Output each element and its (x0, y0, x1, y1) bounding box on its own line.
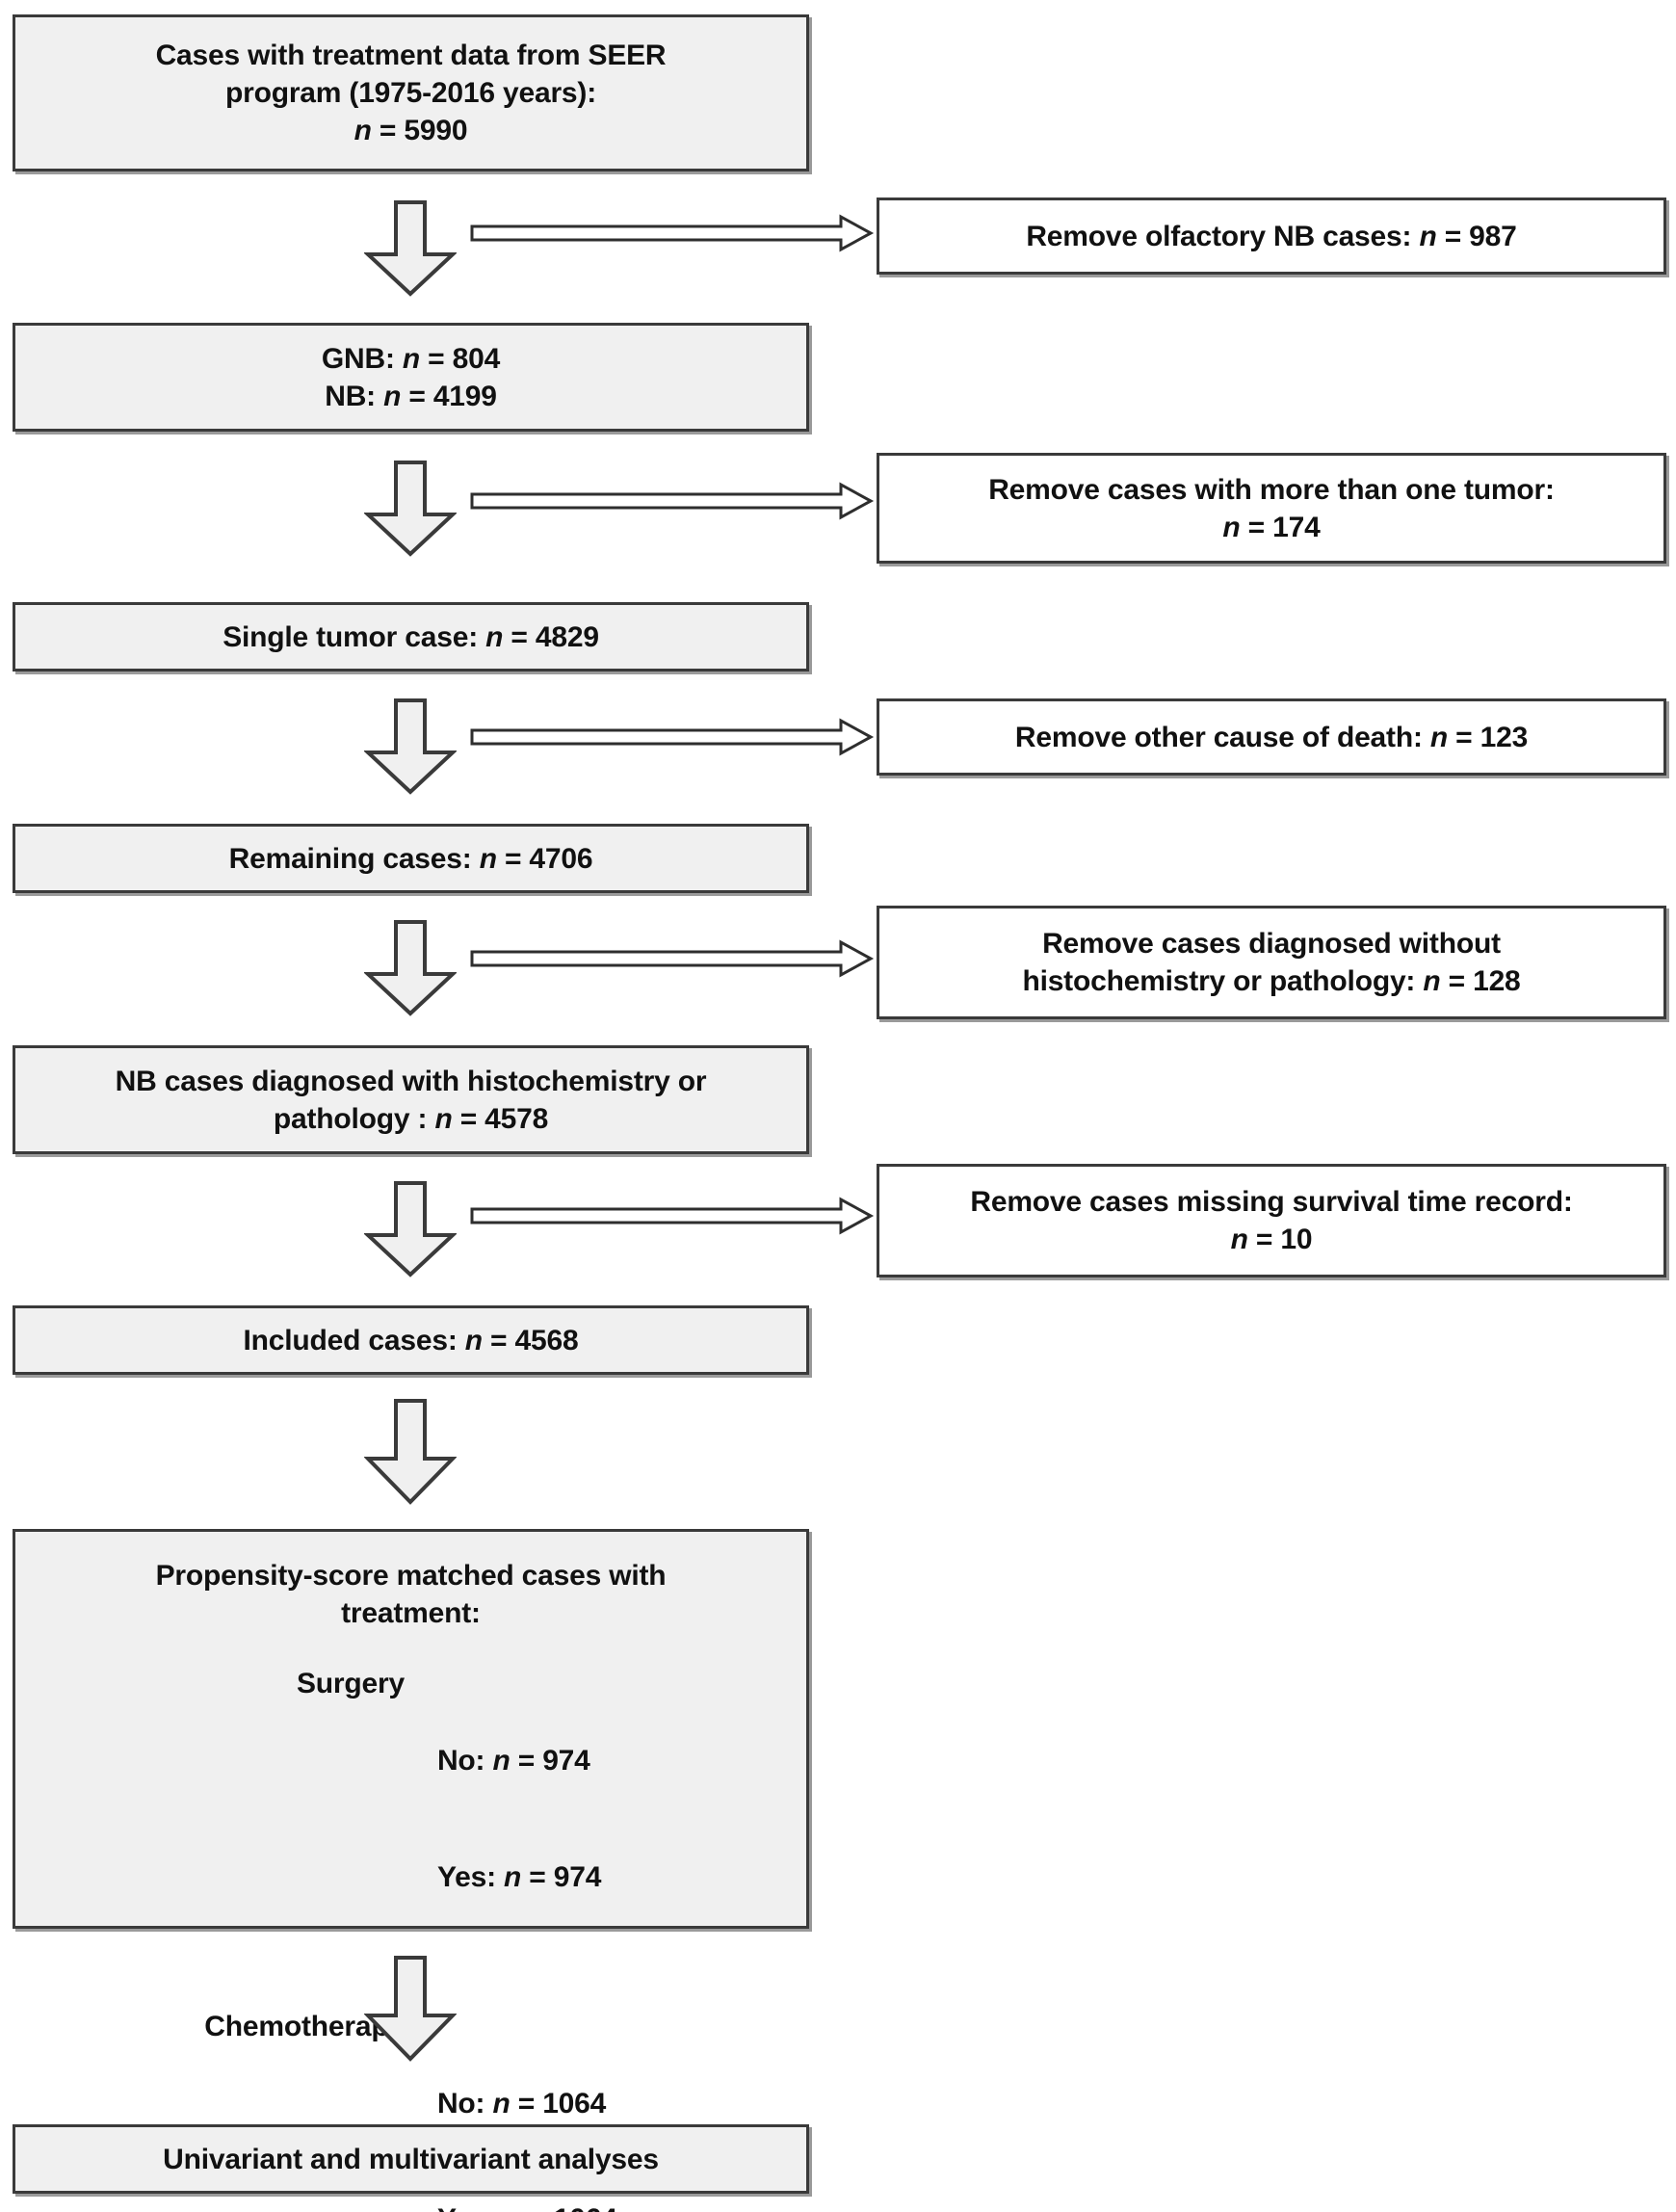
histochemistry-line-1: NB cases diagnosed with histochemistry o… (115, 1065, 707, 1097)
multi-tumor-line-2: n = 174 (1222, 511, 1321, 543)
treatment-table: Surgery No: n = 974 Yes: n = 974 Chemoth… (204, 1665, 617, 2212)
no-histo-line-1: Remove cases diagnosed without (1042, 928, 1501, 960)
nb-line: NB: n = 4199 (325, 380, 497, 412)
treatment-values-chemotherapy: No: n = 1064 Yes: n = 1064 (437, 2008, 617, 2212)
histochemistry-line-2: pathology : n = 4578 (273, 1102, 549, 1135)
down-arrow-1 (364, 200, 457, 297)
exclusion-box-olfactory: Remove olfactory NB cases: n = 987 (877, 198, 1666, 275)
step-box-propensity: Propensity-score matched cases with trea… (13, 1529, 809, 2212)
down-arrow-5 (364, 1181, 457, 1277)
olfactory-line-1: Remove olfactory NB cases: n = 987 (1026, 220, 1517, 252)
source-line-2: program (1975-2016 years): (224, 77, 596, 109)
step-box-single-tumor: Single tumor case: n = 4829 (13, 602, 809, 672)
right-arrow-1 (470, 214, 875, 252)
analyses-text: Univariant and multivariant analyses (163, 2143, 659, 2175)
down-arrow-7 (364, 1956, 457, 2062)
step-box-included: Included cases: n = 4568 (13, 1305, 809, 1375)
source-line-1: Cases with treatment data from SEER (155, 40, 667, 71)
right-arrow-5 (470, 1197, 875, 1235)
no-histo-line-2: histochemistry or pathology: n = 128 (1022, 965, 1521, 997)
right-arrow-2 (470, 482, 875, 520)
right-arrow-4 (470, 939, 875, 978)
exclusion-box-no-survival: Remove cases missing survival time recor… (877, 1164, 1666, 1277)
no-survival-line-1: Remove cases missing survival time recor… (970, 1186, 1573, 1218)
down-arrow-6 (364, 1399, 457, 1505)
down-arrow-2 (364, 461, 457, 557)
exclusion-box-multi-tumor: Remove cases with more than one tumor: n… (877, 453, 1666, 564)
step-box-histochemistry: NB cases diagnosed with histochemistry o… (13, 1045, 809, 1154)
included-text: Included cases: n = 4568 (243, 1324, 579, 1356)
treatment-values-surgery: No: n = 974 Yes: n = 974 (437, 1665, 617, 1975)
treatment-row-chemotherapy: Chemotherapy No: n = 1064 Yes: n = 1064 (204, 2008, 617, 2212)
multi-tumor-line-1: Remove cases with more than one tumor: (988, 473, 1555, 506)
down-arrow-4 (364, 920, 457, 1016)
other-death-line-1: Remove other cause of death: n = 123 (1014, 721, 1529, 753)
no-survival-line-2: n = 10 (1230, 1224, 1313, 1255)
single-tumor-text: Single tumor case: n = 4829 (223, 620, 599, 653)
gnb-line: GNB: n = 804 (321, 342, 501, 375)
remaining-text: Remaining cases: n = 4706 (228, 842, 593, 875)
source-value: n = 5990 (354, 115, 468, 146)
chemotherapy-no: No: n = 1064 (436, 2087, 607, 2120)
surgery-yes: Yes: n = 974 (436, 1860, 602, 1893)
chemotherapy-yes: Yes: n = 1064 (437, 2200, 617, 2212)
propensity-title-line-2: treatment: (341, 1597, 481, 1629)
step-box-source: Cases with treatment data from SEER prog… (13, 14, 809, 171)
step-box-gnb-nb: GNB: n = 804 NB: n = 4199 (13, 323, 809, 432)
right-arrow-3 (470, 718, 875, 756)
step-box-analyses: Univariant and multivariant analyses (13, 2124, 809, 2194)
propensity-title-line-1: Propensity-score matched cases with (155, 1560, 667, 1592)
treatment-name-surgery: Surgery (296, 1668, 405, 1699)
down-arrow-3 (364, 698, 457, 795)
exclusion-box-no-histochemistry: Remove cases diagnosed without histochem… (877, 906, 1666, 1019)
treatment-row-surgery: Surgery No: n = 974 Yes: n = 974 (204, 1665, 616, 1975)
step-box-remaining: Remaining cases: n = 4706 (13, 824, 809, 893)
exclusion-box-other-death: Remove other cause of death: n = 123 (877, 698, 1666, 776)
surgery-no: No: n = 974 (436, 1745, 590, 1778)
